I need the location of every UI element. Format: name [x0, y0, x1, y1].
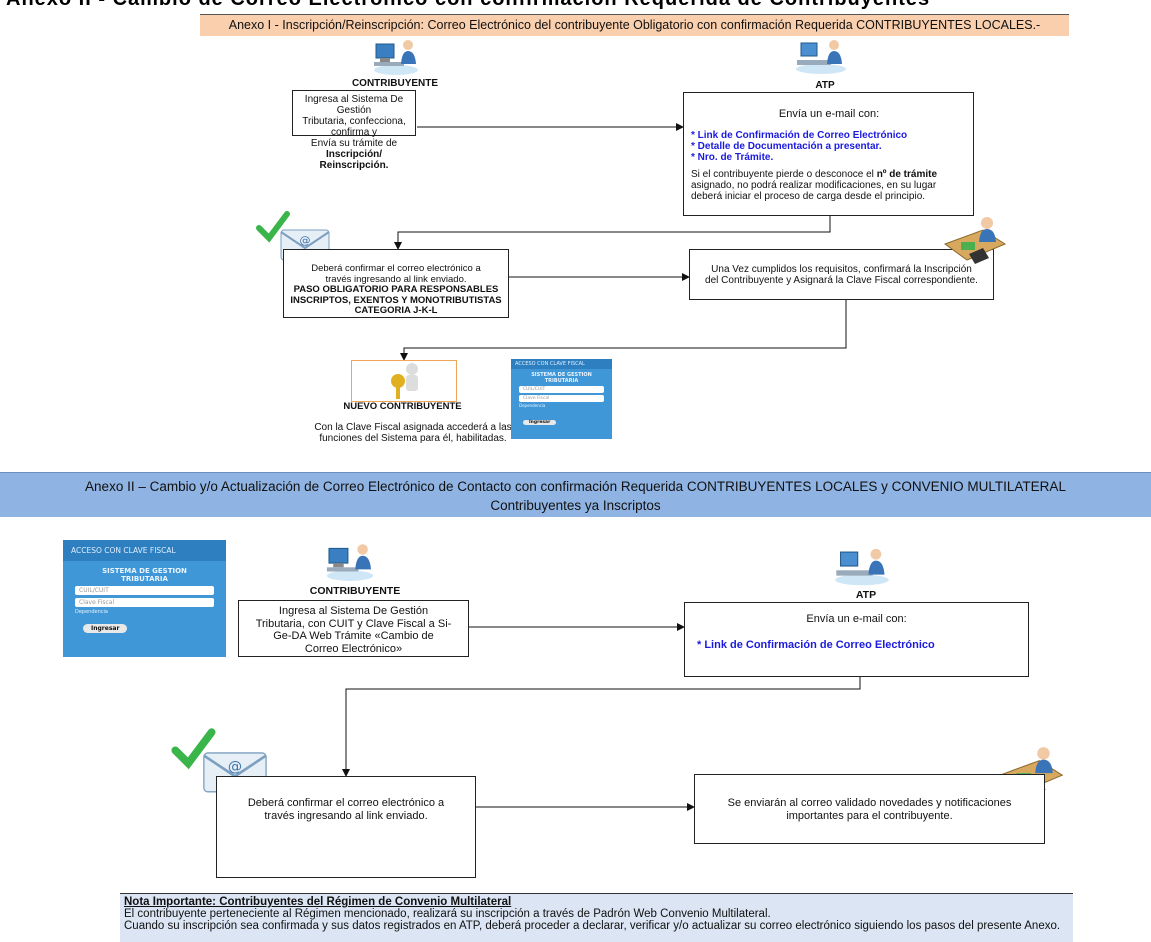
ingresar-button[interactable]: Ingresar [523, 420, 557, 425]
clave-fiscal-box: Una Vez cumplidos los requisitos, confir… [689, 249, 994, 300]
atp-label: ATP [855, 589, 877, 601]
nuevo-contribuyente-text: Con la Clave Fiscal asignada accederá a … [314, 422, 512, 444]
arrow-clave-to-nuevo [400, 300, 847, 361]
dependencia-checkbox[interactable]: Dependencia [519, 403, 546, 408]
ingresar-button[interactable]: Ingresar [83, 624, 128, 633]
cuit-input[interactable]: CUIL/CUIT [519, 386, 604, 393]
login-header: ACCESO CON CLAVE FISCAL [63, 540, 226, 561]
contribuyente-label: CONTRIBUYENTE [351, 78, 439, 89]
nuevo-contribuyente-label: NUEVO CONTRIBUYENTE [343, 401, 462, 412]
cuit-input[interactable]: CUIL/CUIT [75, 586, 214, 595]
person-desk-icon [374, 40, 418, 75]
atp-email-box: Envía un e-mail con: * Link de Confirmac… [683, 92, 974, 216]
atp-email-box: Envía un e-mail con: * Link de Confirmac… [684, 602, 1029, 677]
atp-label: ATP [815, 80, 835, 91]
login-header: ACCESO CON CLAVE FISCAL [511, 359, 612, 369]
note-line2: Cuando su inscripción sea confirmada y s… [124, 920, 1061, 932]
svg-text:@: @ [300, 234, 311, 247]
login-panel-small: ACCESO CON CLAVE FISCAL SISTEMA DE GESTI… [511, 359, 612, 439]
login-system-title: SISTEMA DE GESTION TRIBUTARIA [531, 372, 592, 384]
login-system-title: SISTEMA DE GESTION TRIBUTARIA [102, 567, 187, 583]
nuevo-contribuyente-image [351, 360, 457, 402]
annex2-banner: Anexo II – Cambio y/o Actualización de C… [0, 472, 1151, 517]
cambio-correo-box: Ingresa al Sistema De Gestión Tributaria… [238, 600, 469, 657]
person-desk-icon [326, 544, 374, 581]
clave-input[interactable]: Clave Fiscal [519, 395, 604, 402]
confirm-email-box: Deberá confirmar el correo electrónico a… [216, 776, 476, 878]
note-title: Nota Importante: Contribuyentes del Régi… [124, 896, 512, 908]
annex1-banner: Anexo I - Inscripción/Reinscripción: Cor… [200, 14, 1069, 36]
arrow-atp-to-confirm [394, 216, 831, 250]
clipped-heading: Anexo II - Cambio de Correo Electrónico … [0, 0, 1151, 14]
desk-worker-icon [943, 217, 1007, 264]
arrow2-atp-to-confirm [342, 677, 861, 777]
important-note: Nota Importante: Contribuyentes del Régi… [120, 893, 1073, 942]
svg-text:@: @ [228, 759, 242, 775]
clave-input[interactable]: Clave Fiscal [75, 598, 214, 607]
dependencia-checkbox[interactable]: Dependencia [75, 609, 108, 615]
login-panel-large: ACCESO CON CLAVE FISCAL SISTEMA DE GESTI… [63, 540, 226, 657]
atp-operator-icon [796, 40, 846, 74]
contribuyente-label: CONTRIBUYENTE [309, 585, 401, 597]
atp-operator-icon [835, 548, 889, 586]
novedades-box: Se enviarán al correo validado novedades… [694, 774, 1045, 844]
key-person-icon [391, 363, 418, 399]
note-line1: El contribuyente perteneciente al Régime… [124, 908, 771, 920]
inscripcion-box: Ingresa al Sistema De Gestión Tributaria… [292, 90, 416, 171]
confirm-email-box: Deberá confirmar el correo electrónico a… [283, 249, 509, 318]
